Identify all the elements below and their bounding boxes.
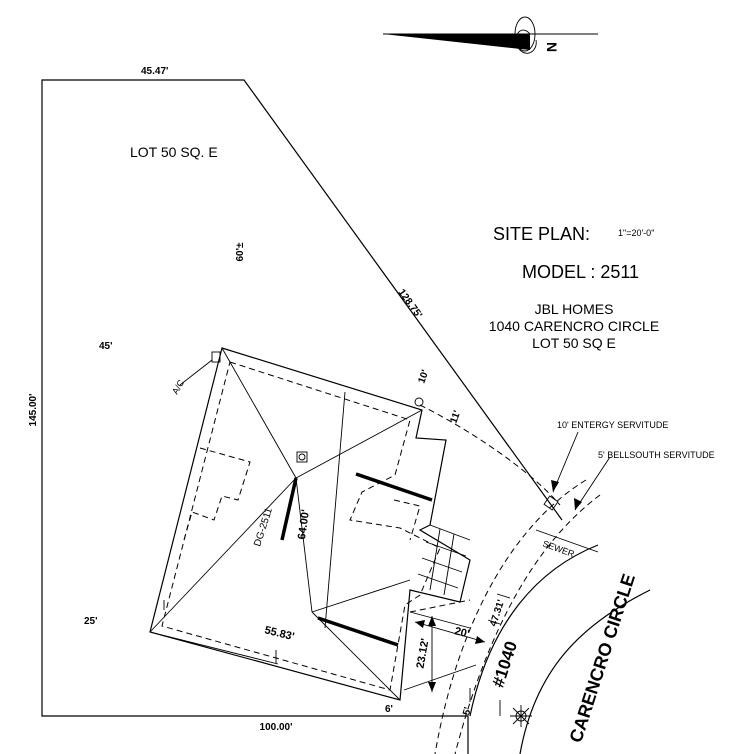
roof-hip-4 — [311, 611, 401, 701]
ac-label: A/C — [170, 378, 186, 396]
ac-unit-icon — [211, 351, 221, 363]
house-footprint — [149, 347, 471, 701]
porch-grid — [417, 524, 471, 596]
dim-bottom-setback: 6' — [385, 704, 393, 715]
servitude-marker — [543, 495, 559, 511]
dim-left-setback-top: 45' — [99, 341, 113, 352]
builder-lot: LOT 50 SQ E — [532, 335, 616, 351]
dim-house-width: 55.83' — [263, 624, 296, 643]
bellsouth-servitude-line — [454, 494, 601, 754]
sewer-label: SEWER — [541, 538, 576, 559]
site-plan-title: SITE PLAN: — [493, 224, 590, 244]
dim-driveway-length: 23.12' — [415, 637, 432, 669]
dim-left-setback-bottom: 25' — [84, 616, 98, 627]
ac-leader — [179, 359, 213, 386]
porch-ridge-heavy — [355, 472, 433, 502]
dim-right-side: 11' — [448, 409, 463, 425]
entergy-servitude-line — [434, 479, 587, 754]
model-title: MODEL : 2511 — [522, 262, 639, 282]
builder-name: JBL HOMES — [535, 301, 614, 317]
driveway — [403, 599, 477, 691]
dim-driveway-width: 20' — [453, 625, 471, 640]
street-name: CARENCRO CIRCLE — [566, 571, 639, 745]
dim-right-top: 10' — [416, 369, 431, 385]
entergy-servitude-label: 10' ENTERGY SERVITUDE — [557, 420, 668, 430]
house-label: DG-2511 — [252, 506, 275, 548]
interior-outline-1 — [183, 447, 251, 541]
setback-line-right — [419, 404, 561, 506]
street-curb-line — [469, 544, 599, 717]
garage-ridge-heavy — [317, 616, 399, 647]
house-width-dim — [149, 631, 279, 665]
north-label: N — [544, 42, 560, 52]
scale-label: 1"=20'-0" — [618, 228, 654, 238]
north-arrow-icon — [383, 16, 598, 54]
light-pole-icon — [510, 705, 532, 727]
street-edge-line — [519, 589, 651, 754]
dim-left: 145.00' — [28, 394, 39, 427]
dim-bottom: 100.00' — [260, 722, 293, 733]
roof-hip-1 — [221, 347, 297, 479]
lot-label: LOT 50 SQ. E — [130, 144, 218, 160]
chimney-icon — [296, 451, 308, 463]
dim-back-setback: 60'± — [235, 242, 246, 262]
bellsouth-servitude-label: 5' BELLSOUTH SERVITUDE — [598, 450, 715, 460]
survey-marker-icon — [414, 397, 424, 407]
roof-hip-3 — [149, 477, 297, 633]
bellsouth-leader — [574, 456, 611, 511]
roof-hip-2 — [295, 409, 423, 479]
dim-house-depth: 64.00' — [296, 508, 312, 540]
ridge-heavy — [280, 477, 298, 541]
driveway-width-dim — [414, 621, 486, 643]
dim-diagonal: 128.75' — [396, 287, 424, 320]
roof-hip-5 — [311, 579, 411, 613]
dim-top: 45.47' — [141, 66, 168, 77]
house-overhang — [161, 361, 441, 691]
builder-address: 1040 CARENCRO CIRCLE — [489, 318, 659, 334]
dim-corner-setback: 5' — [461, 706, 474, 717]
lot-boundary — [41, 79, 563, 754]
dim-curb-arc: 47.31' — [488, 598, 507, 627]
sewer-line — [535, 529, 599, 553]
house-depth-dim — [324, 391, 346, 629]
interior-outline-2 — [393, 499, 421, 541]
roof-ridge — [295, 477, 313, 613]
